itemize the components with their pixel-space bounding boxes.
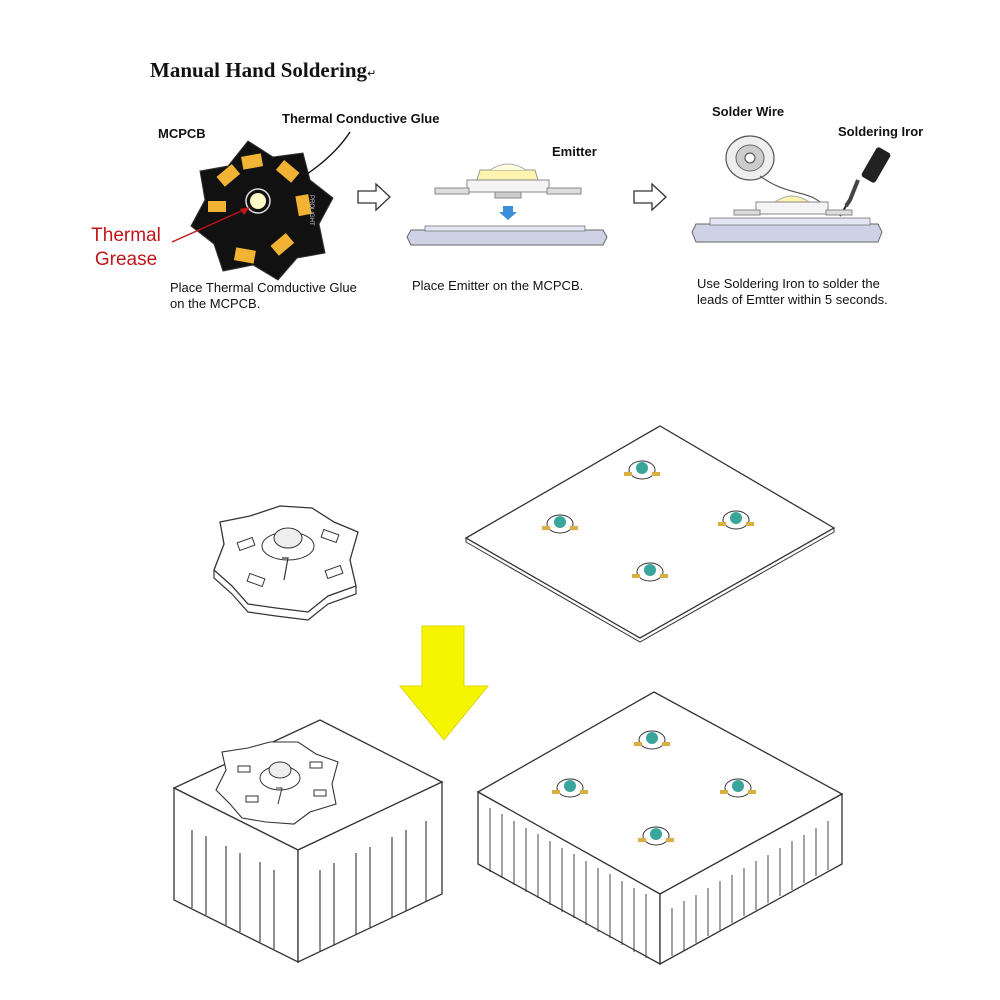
led-emitter-icon [720, 778, 756, 798]
step1-caption: Place Thermal Comductive Glue on the MCP… [170, 280, 390, 312]
step3-caption-line2: leads of Emtter within 5 seconds. [697, 292, 888, 307]
led-plate-icon [464, 425, 836, 643]
arrow-right-icon [633, 182, 667, 212]
led-emitter-icon [542, 514, 578, 534]
emitter-placement-icon [406, 163, 608, 246]
star-led-board-icon [213, 505, 359, 621]
mcpcb-star-board-icon: PROLIGHT [171, 131, 351, 281]
thermal-grease-label: Thermal Grease [80, 224, 172, 272]
soldering-iron-label: Soldering Iror [838, 124, 924, 139]
thermal-grease-line2: Grease [94, 249, 158, 270]
led-emitter-icon [634, 730, 670, 750]
soldering-scene-icon [691, 135, 891, 243]
step3-caption-line1: Use Soldering Iron to solder the [697, 276, 880, 291]
led-emitter-icon [624, 460, 660, 480]
small-heatsink-icon [172, 719, 444, 964]
mcpcb-label: MCPCB [158, 126, 206, 141]
led-emitter-icon [638, 826, 674, 846]
step2-caption: Place Emitter on the MCPCB. [412, 278, 584, 293]
led-emitter-icon [552, 778, 588, 798]
led-emitter-icon [718, 510, 754, 530]
led-emitter-icon [632, 562, 668, 582]
arrow-down-icon [398, 625, 490, 741]
large-heatsink-icon [476, 691, 844, 966]
step1-caption-line2: on the MCPCB. [170, 296, 261, 311]
solder-wire-label: Solder Wire [712, 104, 785, 119]
thermal-grease-line1: Thermal [91, 225, 161, 246]
step3-caption: Use Soldering Iron to solder the leads o… [697, 276, 937, 308]
arrow-right-icon [357, 182, 391, 212]
step1-caption-line1: Place Thermal Comductive Glue [170, 280, 357, 295]
page-title: Manual Hand Soldering↵ [150, 58, 377, 82]
thermal-glue-label: Thermal Conductive Glue [282, 111, 440, 126]
soldering-iron-icon [839, 147, 891, 217]
solder-wire-icon [725, 135, 827, 209]
emitter-label: Emitter [552, 144, 597, 159]
pcb-marking: PROLIGHT [308, 195, 314, 226]
